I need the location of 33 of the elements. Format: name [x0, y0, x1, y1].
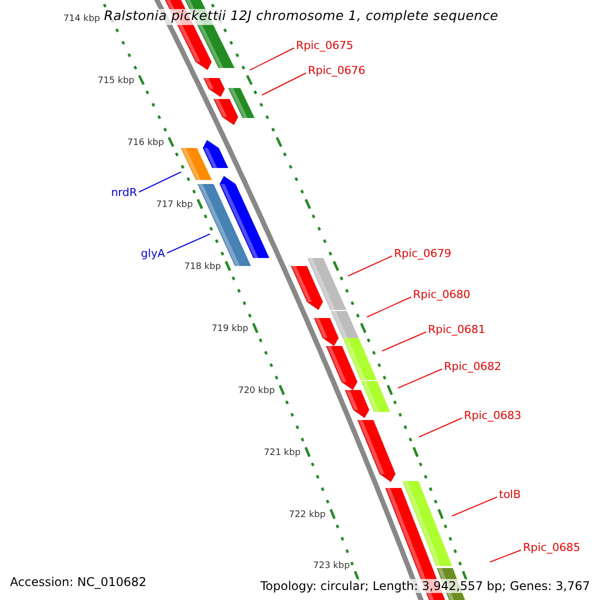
scale-label: 717 kbp	[156, 200, 193, 210]
gene-label: Rpic_0675	[296, 39, 354, 52]
scale-label: 719 kbp	[212, 324, 248, 334]
leader-line	[166, 234, 210, 254]
gene-label: nrdR	[111, 186, 137, 200]
scale-label: 718 kbp	[184, 262, 221, 272]
scale-label: 722 kbp	[288, 510, 326, 520]
leader-line	[418, 418, 462, 438]
scale-label: 721 kbp	[264, 448, 301, 458]
scale-label: 715 kbp	[98, 76, 134, 86]
gene-label: Rpic_0683	[464, 409, 522, 422]
gene-label: Rpic_0682	[444, 360, 502, 374]
gene-label: Rpic_0685	[523, 541, 580, 554]
scale-label: 714 kbp	[63, 14, 100, 24]
gene-label: Rpic_0679	[394, 247, 452, 260]
leader-line	[398, 368, 442, 388]
leader-line	[452, 496, 498, 516]
gene-label: glyA	[140, 247, 165, 260]
leader-line	[138, 172, 182, 192]
leader-line	[382, 332, 426, 352]
leader-line	[366, 296, 412, 318]
leader-line	[250, 48, 294, 70]
gene-label: Rpic_0680	[413, 288, 470, 302]
leader-line	[490, 550, 522, 562]
leader-line	[262, 72, 306, 96]
accession-text: Accession: NC_010682	[10, 574, 146, 590]
leader-line	[348, 256, 392, 276]
gene-label: Rpic_0681	[428, 323, 486, 336]
scale-label: 720 kbp	[238, 386, 275, 396]
gene-label: Rpic_0676	[308, 64, 366, 78]
gene-label: tolB	[499, 488, 521, 502]
scale-label: 716 kbp	[127, 138, 164, 148]
scale-label: 723 kbp	[313, 560, 350, 572]
